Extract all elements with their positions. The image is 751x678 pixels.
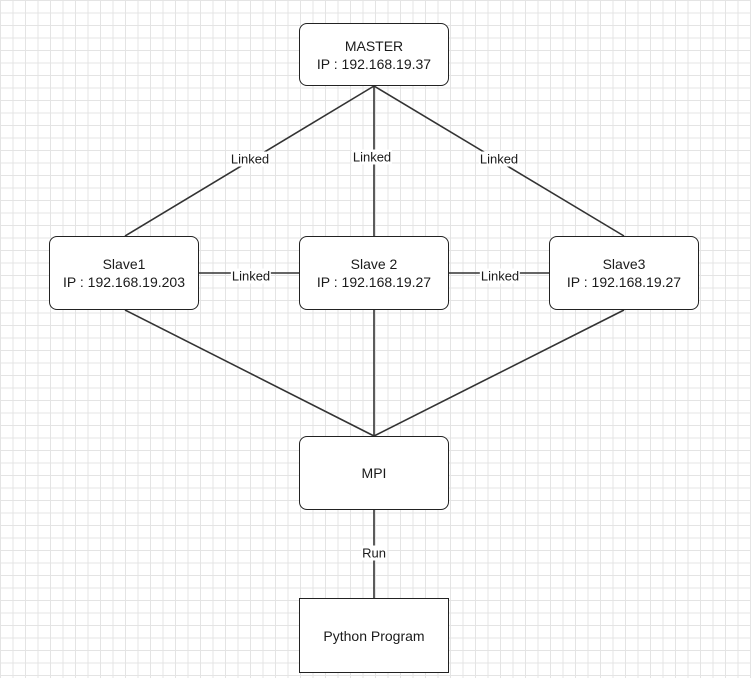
slave3-node-title: Slave3 bbox=[602, 256, 646, 272]
master-node-title: MASTER bbox=[344, 37, 404, 54]
slave3-node-ip: IP : 192.168.19.27 bbox=[566, 274, 682, 290]
slave1-node-ip: IP : 192.168.19.203 bbox=[63, 274, 185, 290]
python-program-node-title: Python Program bbox=[323, 627, 425, 644]
python-program-node[interactable]: Python Program bbox=[299, 598, 449, 673]
edge-label-mpi-python: Run bbox=[361, 545, 387, 561]
master-node-ip: IP : 192.168.19.37 bbox=[316, 55, 432, 72]
master-node[interactable]: MASTER IP : 192.168.19.37 bbox=[299, 23, 449, 86]
slave2-node-ip: IP : 192.168.19.27 bbox=[316, 274, 432, 290]
slave1-node-title: Slave1 bbox=[102, 256, 146, 272]
edge-label-master-slave1: Linked bbox=[229, 151, 271, 167]
mpi-node[interactable]: MPI bbox=[299, 436, 449, 510]
edge-label-slave2-slave3: Linked bbox=[479, 268, 521, 284]
slave3-node[interactable]: Slave3 IP : 192.168.19.27 bbox=[549, 236, 699, 310]
mpi-node-title: MPI bbox=[361, 465, 387, 481]
edge-label-master-slave3: Linked bbox=[478, 151, 520, 167]
edge-label-slave1-slave2: Linked bbox=[230, 268, 272, 284]
slave2-node[interactable]: Slave 2 IP : 192.168.19.27 bbox=[299, 236, 449, 310]
slave2-node-title: Slave 2 bbox=[350, 256, 398, 272]
edge-slave1-mpi bbox=[124, 309, 375, 437]
edge-slave3-mpi bbox=[373, 309, 625, 437]
slave1-node[interactable]: Slave1 IP : 192.168.19.203 bbox=[49, 236, 199, 310]
edge-label-master-slave2: Linked bbox=[351, 149, 393, 165]
